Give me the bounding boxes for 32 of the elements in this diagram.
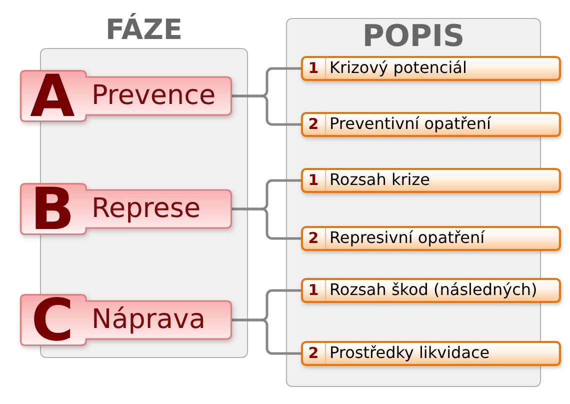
description-box (300, 278, 560, 302)
phase-label: Náprava (92, 304, 206, 336)
description-text: Rozsah škod (následných) (328, 280, 538, 300)
phase-box (20, 182, 232, 234)
description-box (300, 56, 560, 80)
description-text: Preventivní opatření (328, 114, 491, 134)
description-box (300, 168, 560, 192)
item-number: 1 (302, 170, 326, 190)
item-number: 2 (302, 114, 326, 134)
phase-letter: C (30, 294, 75, 346)
item-number: 1 (302, 280, 326, 300)
phase-box (20, 70, 232, 122)
item-number: 1 (302, 58, 326, 78)
connector-line (232, 94, 301, 126)
phase-letter: A (29, 70, 76, 122)
column-heading: POPIS (361, 19, 466, 54)
phase-label: Prevence (92, 80, 216, 112)
phase-box (20, 294, 232, 346)
description-text: Rozsah krize (328, 170, 430, 190)
description-box (300, 226, 560, 250)
connector-line (232, 208, 301, 240)
item-number: 2 (302, 342, 326, 364)
description-text: Represivní opatření (328, 228, 485, 248)
description-text: Krizový potenciál (328, 58, 467, 78)
item-number: 2 (302, 228, 326, 248)
phase-letter: B (29, 182, 76, 234)
connector-line (232, 318, 301, 355)
description-box (300, 112, 560, 136)
description-text: Prostředky likvidace (328, 343, 490, 363)
phase-label: Represe (92, 192, 201, 224)
column-heading: FÁZE (104, 14, 184, 46)
description-box (300, 340, 560, 366)
